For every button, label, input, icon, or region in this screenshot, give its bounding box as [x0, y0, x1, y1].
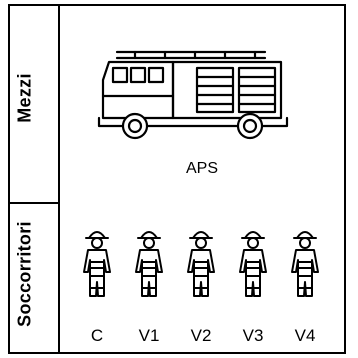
- vehicle-label: APS: [186, 160, 219, 177]
- crew-label-v2: V2: [190, 326, 212, 345]
- crew-label-v4: V4: [294, 326, 316, 345]
- diagram-frame: [8, 4, 346, 354]
- section-divider: [10, 202, 60, 204]
- crew-row: [72, 224, 332, 304]
- firefighter-icon: [239, 231, 267, 297]
- fire-truck-icon: [95, 40, 295, 140]
- firefighter-icon: [83, 231, 111, 297]
- crew-label-c: C: [90, 326, 104, 345]
- side-label-column: [10, 6, 60, 352]
- firefighter-icon: [187, 231, 215, 297]
- firefighter-icon: [135, 231, 163, 297]
- firefighter-icon: [291, 231, 319, 297]
- section-label-soccorritori: Soccorritori: [14, 221, 35, 327]
- crew-label-v1: V1: [138, 326, 160, 345]
- crew-label-v3: V3: [242, 326, 264, 345]
- section-label-mezzi: Mezzi: [14, 73, 35, 123]
